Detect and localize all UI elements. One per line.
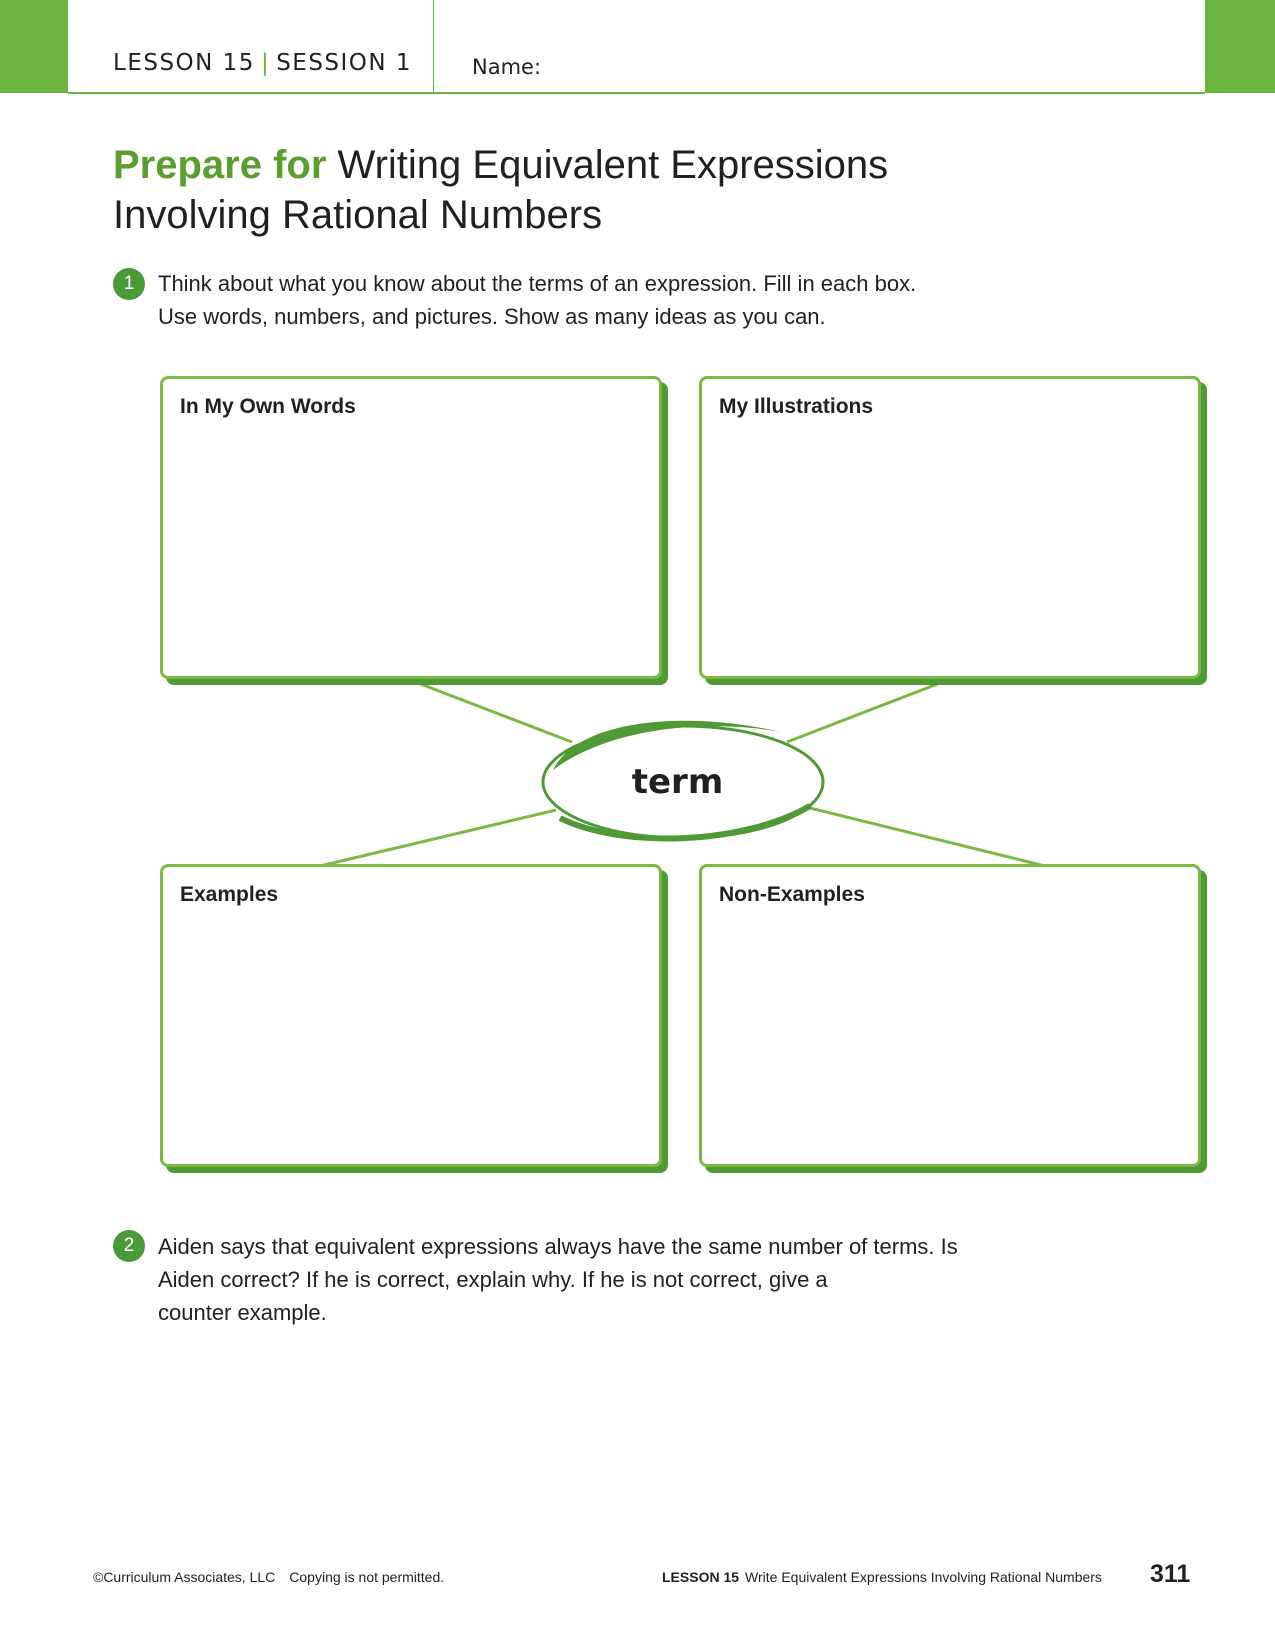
question-1-line1: Think about what you know about the term… bbox=[158, 271, 917, 296]
session-label: SESSION 1 bbox=[276, 50, 413, 76]
box-in-my-own-words[interactable]: In My Own Words bbox=[160, 376, 662, 679]
lesson-session-label: LESSON 15|SESSION 1 bbox=[113, 50, 412, 76]
box-my-illustrations[interactable]: My Illustrations bbox=[699, 376, 1201, 679]
term-label: term bbox=[631, 762, 724, 802]
header-accent-left bbox=[0, 0, 68, 93]
page-title: Prepare for Writing Equivalent Expressio… bbox=[113, 140, 1113, 240]
question-1-line2: Use words, numbers, and pictures. Show a… bbox=[158, 304, 826, 329]
footer-copyright: ©Curriculum Associates, LLC bbox=[93, 1569, 276, 1585]
connector-top-right bbox=[786, 681, 941, 744]
connector-bottom-right bbox=[809, 806, 1046, 868]
box-examples[interactable]: Examples bbox=[160, 864, 662, 1167]
question-2-text: Aiden says that equivalent expressions a… bbox=[158, 1230, 1208, 1329]
footer-left: ©Curriculum Associates, LLC Copying is no… bbox=[93, 1569, 444, 1585]
title-line2: Involving Rational Numbers bbox=[113, 193, 603, 237]
box-label-examples: Examples bbox=[180, 883, 279, 906]
header-divider bbox=[433, 0, 434, 93]
footer-lesson: LESSON 15 bbox=[662, 1569, 740, 1585]
box-label-non-examples: Non-Examples bbox=[719, 883, 865, 906]
title-line1: Writing Equivalent Expressions bbox=[337, 143, 889, 187]
question-2-line2: Aiden correct? If he is correct, explain… bbox=[158, 1267, 828, 1292]
footer-lesson-title: Write Equivalent Expressions Involving R… bbox=[745, 1569, 1102, 1585]
box-label-in-my-own-words: In My Own Words bbox=[180, 395, 356, 418]
footer-right: LESSON 15 Write Equivalent Expressions In… bbox=[662, 1569, 1102, 1585]
question-1-badge: 1 bbox=[113, 268, 145, 300]
header-rule bbox=[68, 92, 1205, 94]
header-accent-right bbox=[1205, 0, 1275, 93]
page-number: 311 bbox=[1150, 1560, 1191, 1588]
term-oval bbox=[541, 720, 825, 842]
lesson-label: LESSON 15 bbox=[113, 50, 255, 76]
connector-top-left bbox=[417, 681, 573, 744]
title-prefix: Prepare for bbox=[113, 143, 327, 187]
box-label-my-illustrations: My Illustrations bbox=[719, 395, 874, 418]
connector-bottom-left bbox=[319, 808, 557, 868]
question-2-line1: Aiden says that equivalent expressions a… bbox=[158, 1234, 958, 1259]
question-2-line3: counter example. bbox=[158, 1300, 327, 1325]
footer-copy-notice: Copying is not permitted. bbox=[289, 1569, 445, 1585]
box-non-examples[interactable]: Non-Examples bbox=[699, 864, 1201, 1167]
question-2-badge: 2 bbox=[113, 1230, 145, 1262]
name-label: Name: bbox=[472, 55, 542, 79]
header-separator: | bbox=[260, 50, 271, 76]
question-1-text: Think about what you know about the term… bbox=[158, 267, 1208, 333]
